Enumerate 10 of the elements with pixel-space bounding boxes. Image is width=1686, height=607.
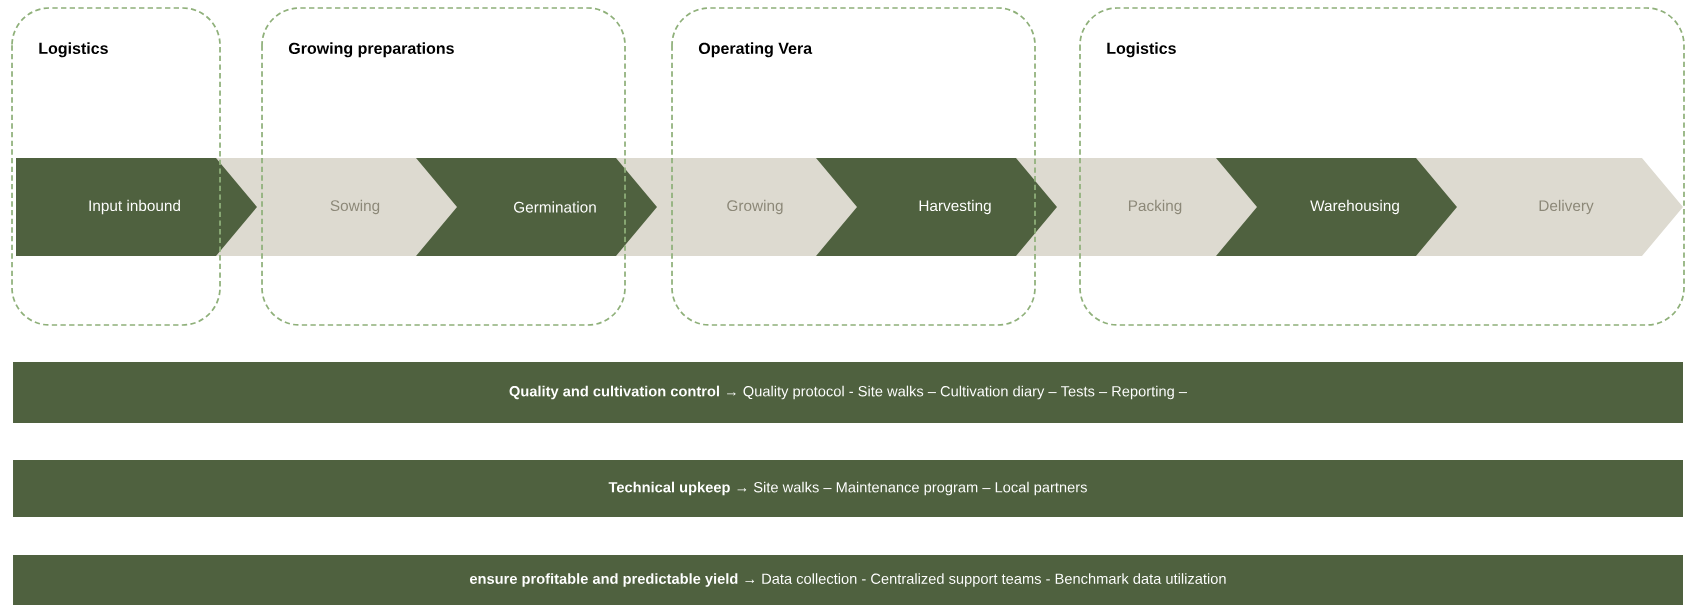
chevron-step: Sowing — [216, 158, 461, 256]
chevron-step: Germination — [416, 158, 661, 256]
activity-bar: Quality and cultivation control → Quality protocol - Site walks – Cultivation diary – Tests – Reporting – — [13, 362, 1683, 423]
chevron-step: Warehousing — [1216, 158, 1461, 256]
chevron-step: Delivery — [1416, 158, 1683, 256]
activity-bar: Technical upkeep → Site walks – Maintenance program – Local partners — [13, 460, 1683, 517]
chevron-step: Harvesting — [816, 158, 1061, 256]
chevron-step: Growing — [616, 158, 861, 256]
activity-bar: ensure profitable and predictable yield → Data collection - Centralized support teams - Benchmark data utilization — [13, 555, 1683, 605]
chevron-step: Packing — [1016, 158, 1261, 256]
